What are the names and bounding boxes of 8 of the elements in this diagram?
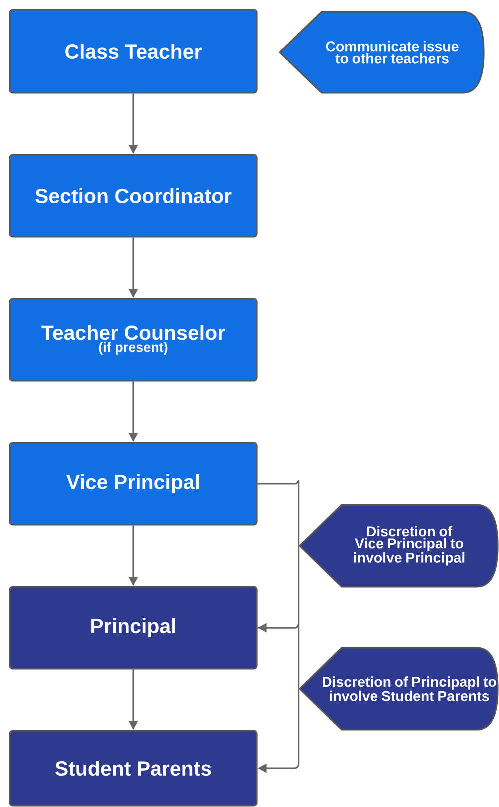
process-box: Principal (9, 586, 258, 670)
process-box: Student Parents (9, 730, 258, 807)
process-box: Class Teacher (9, 9, 258, 94)
process-box: Section Coordinator (9, 154, 258, 238)
process-box: Vice Principal (9, 442, 258, 526)
process-box: Teacher Counselor (if present) (9, 298, 258, 382)
arrow (258, 479, 300, 633)
arrow (258, 623, 300, 774)
